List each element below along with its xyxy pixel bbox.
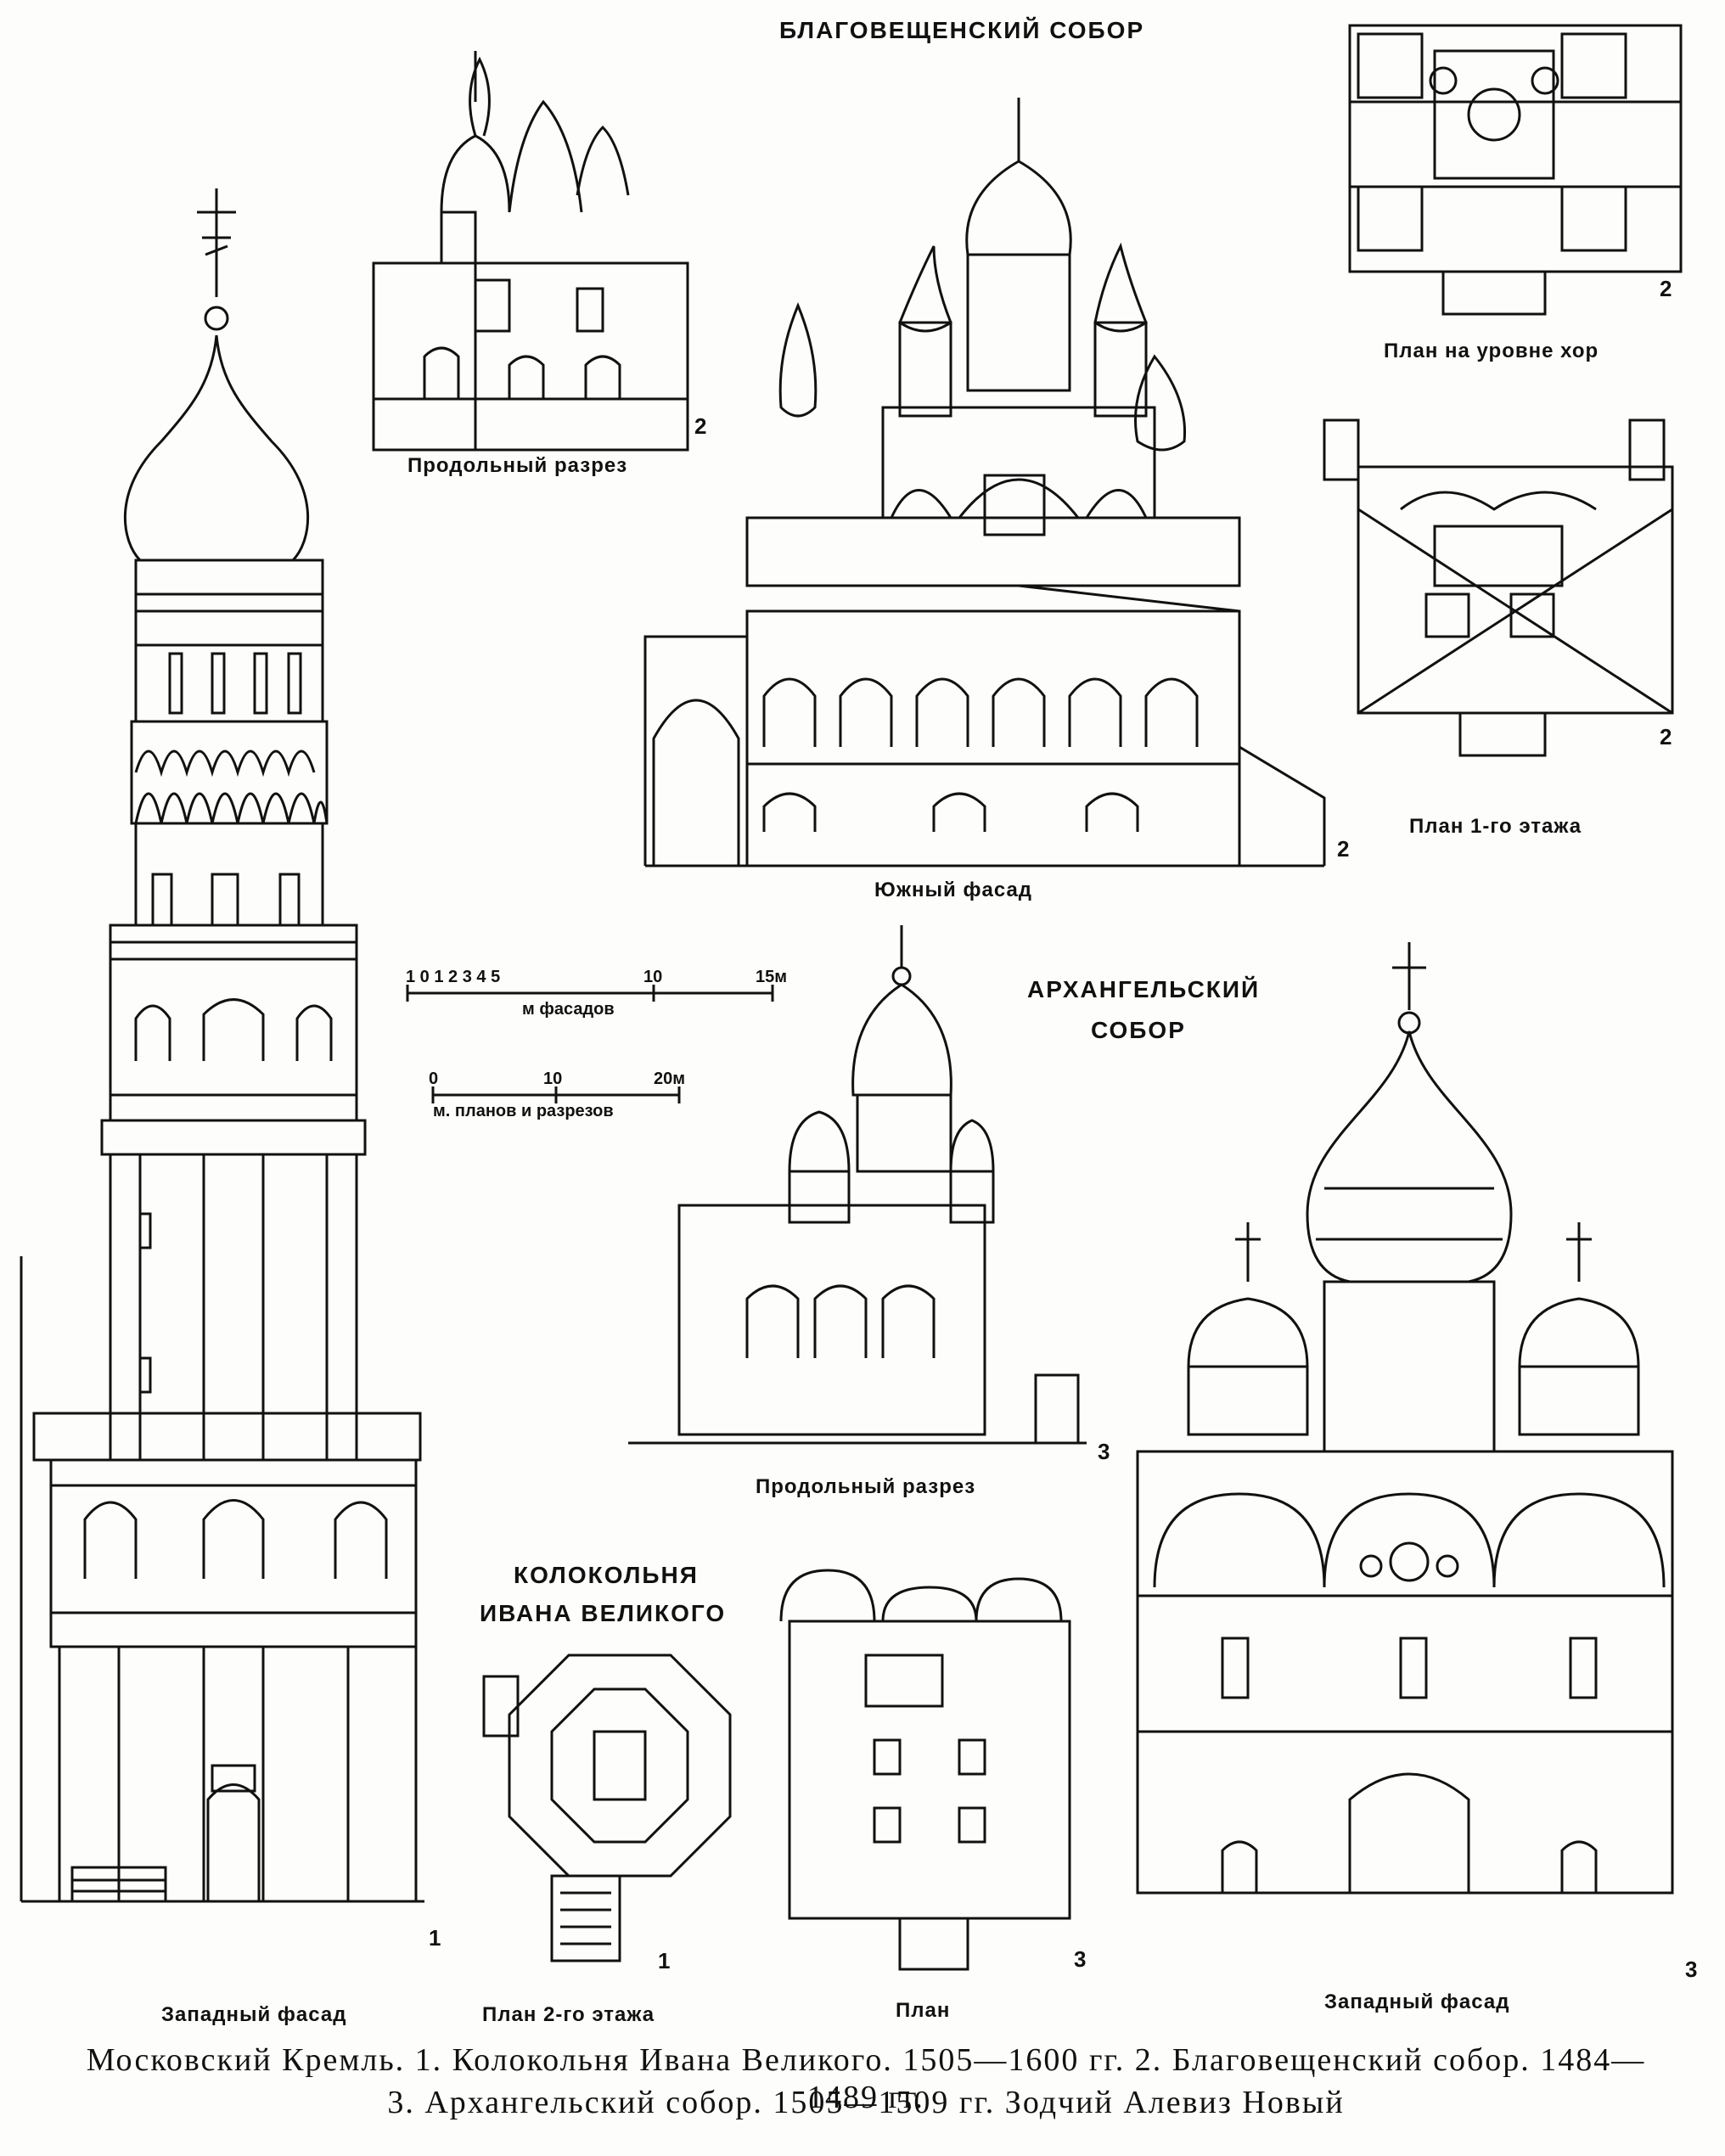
- annunciation-plan-first-floor: [1323, 418, 1674, 757]
- plan-scale-10: 10: [543, 1070, 563, 1088]
- figure-number: 3: [1685, 1957, 1698, 1982]
- archangel-longitudinal-section: [628, 925, 1087, 1445]
- annunciation-south-facade: [643, 98, 1326, 867]
- facade-scale-ticks: 1 0 1 2 3 4 5: [406, 968, 501, 986]
- plan-label: План: [896, 1999, 951, 2022]
- archangel-west-facade: [1136, 942, 1674, 1895]
- facade-scale-15: 15м: [756, 968, 788, 986]
- facade-scale-10: 10: [643, 968, 663, 986]
- figure-number: 2: [1660, 724, 1672, 750]
- west-facade-label: Западный фасад: [161, 2003, 347, 2026]
- archangel-plan: [779, 1569, 1071, 1971]
- annunciation-plan-choir-level: [1348, 24, 1683, 316]
- bell-tower-plan-second-floor: [482, 1653, 732, 1962]
- figure-number: 1: [429, 1925, 441, 1951]
- scale-bars: [406, 985, 774, 1103]
- bell-tower-title-line2: ИВАНА ВЕЛИКОГО: [480, 1600, 727, 1626]
- plan-first-floor-label: План 1-го этажа: [1409, 815, 1582, 838]
- plan-scale-0: 0: [429, 1070, 439, 1088]
- south-facade-label: Южный фасад: [874, 879, 1033, 901]
- figure-number: 3: [1098, 1439, 1110, 1464]
- plan-scale-caption: м. планов и разрезов: [433, 1102, 614, 1120]
- archangel-cathedral-title-line1: АРХАНГЕЛЬСКИЙ: [1027, 976, 1261, 1002]
- west-facade-label: Западный фасад: [1324, 1990, 1510, 2013]
- figure-caption-line2: 3. Архангельский собор. 1505—1509 гг. Зо…: [387, 2085, 1345, 2120]
- plan-choir-level-label: План на уровне хор: [1384, 340, 1599, 362]
- figure-caption-line1: Московский Кремль. 1. Колокольня Ивана В…: [86, 2042, 1646, 2115]
- annunciation-longitudinal-section: [372, 51, 689, 452]
- archangel-cathedral-title-line2: СОБОР: [1091, 1017, 1186, 1043]
- bell-tower-ivan-the-great: [20, 188, 424, 1903]
- bell-tower-title-line1: КОЛОКОЛЬНЯ: [514, 1562, 699, 1588]
- figure-number: 2: [1660, 276, 1672, 301]
- plan-second-floor-label: План 2-го этажа: [482, 2003, 655, 2026]
- longitudinal-section-label: Продольный разрез: [407, 454, 628, 477]
- figure-number: 2: [1337, 836, 1350, 862]
- annunciation-cathedral-title: БЛАГОВЕЩЕНСКИЙ СОБОР: [779, 17, 1145, 43]
- figure-number: 1: [658, 1948, 671, 1974]
- plan-scale-20: 20м: [654, 1070, 686, 1088]
- longitudinal-section-label: Продольный разрез: [756, 1475, 976, 1498]
- figure-number: 2: [694, 413, 707, 439]
- figure-number: 3: [1074, 1946, 1087, 1972]
- facade-scale-caption: м фасадов: [522, 1000, 615, 1019]
